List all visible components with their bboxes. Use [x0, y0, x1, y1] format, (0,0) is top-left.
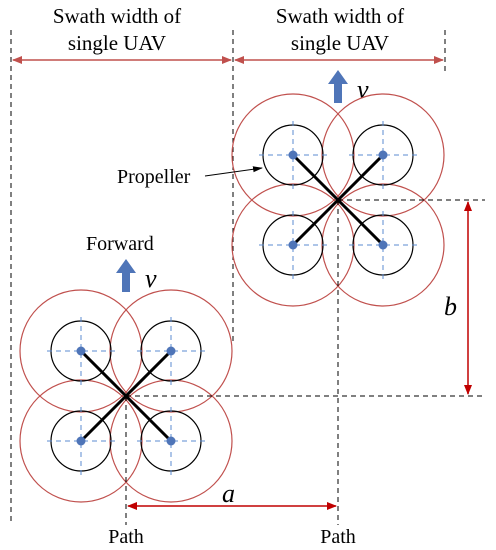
uav-arm [336, 153, 385, 202]
rotor-hub [288, 240, 298, 250]
path-label-right: Path [320, 526, 356, 548]
path-label-left: Path [108, 526, 144, 548]
offset-guides [125, 199, 485, 525]
offset-a-label: a [222, 479, 235, 508]
rotor-hub [76, 436, 86, 446]
rotor-hub [166, 436, 176, 446]
swath-label-left-line2: single UAV [68, 31, 166, 55]
forward-label: Forward [86, 233, 154, 255]
propeller-label: Propeller [117, 166, 191, 188]
propeller-pointer [204, 166, 263, 177]
velocity-label-left: v [145, 264, 157, 293]
uav-arm [336, 198, 385, 247]
rotor-hub [76, 346, 86, 356]
rotor-hub [378, 240, 388, 250]
uav-arm [291, 153, 340, 202]
up-arrow-icon [116, 259, 136, 292]
uav-arm [124, 349, 173, 398]
swath-label-right-line1: Swath width of [276, 4, 404, 28]
rotor-hub [378, 150, 388, 160]
swath-label-right-line2: single UAV [291, 31, 389, 55]
swath-label-left-line1: Swath width of [53, 4, 181, 28]
rotor-hub [288, 150, 298, 160]
uav-bottom-left [19, 289, 233, 503]
uav-arm [79, 394, 128, 443]
up-arrow-icon [328, 70, 348, 103]
uav-arm [291, 198, 340, 247]
uav-arm [124, 394, 173, 443]
uav-arm [79, 349, 128, 398]
rotor-hub [166, 346, 176, 356]
swath-boundaries [10, 30, 446, 525]
offset-b-label: b [444, 292, 457, 321]
uav-top-right [231, 93, 445, 307]
